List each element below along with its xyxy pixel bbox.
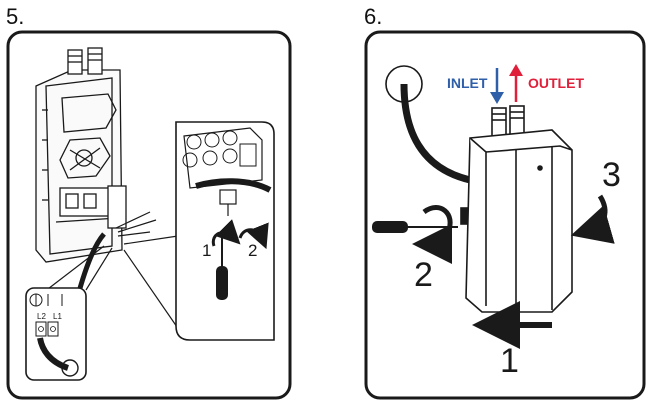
leader-line xyxy=(85,247,113,291)
rotate-arrow-3 xyxy=(570,194,615,244)
inlet-label: INLET xyxy=(447,75,488,91)
outlet-label: OUTLET xyxy=(528,75,584,91)
callout-number-1: 1 xyxy=(202,241,211,260)
callout-number-2: 2 xyxy=(248,241,257,260)
leader-line xyxy=(123,235,179,245)
step-5-number: 5. xyxy=(6,4,25,29)
outlet-arrow xyxy=(509,64,523,102)
heater-cover xyxy=(460,105,573,313)
callout-number-2: 2 xyxy=(414,256,433,294)
power-cable xyxy=(400,83,471,184)
callout-number-1: 1 xyxy=(500,342,519,380)
inlet-arrow xyxy=(490,68,504,104)
callout-number-3: 3 xyxy=(602,156,621,194)
rotate-arrow-2 xyxy=(412,205,453,264)
terminal-label-l1: L1 xyxy=(53,312,62,321)
rotate-arrow-2 xyxy=(238,222,269,250)
step-6-number: 6. xyxy=(364,4,383,29)
terminal-label-l2: L2 xyxy=(37,312,46,321)
panel-6-frame xyxy=(364,30,646,400)
rotate-arrow-1 xyxy=(211,219,241,247)
terminal-detail-callout xyxy=(25,287,87,381)
panel-5-frame xyxy=(6,30,292,400)
screwdriver-6 xyxy=(372,221,458,233)
leader-line xyxy=(43,245,105,293)
heater-body-open xyxy=(35,47,127,263)
